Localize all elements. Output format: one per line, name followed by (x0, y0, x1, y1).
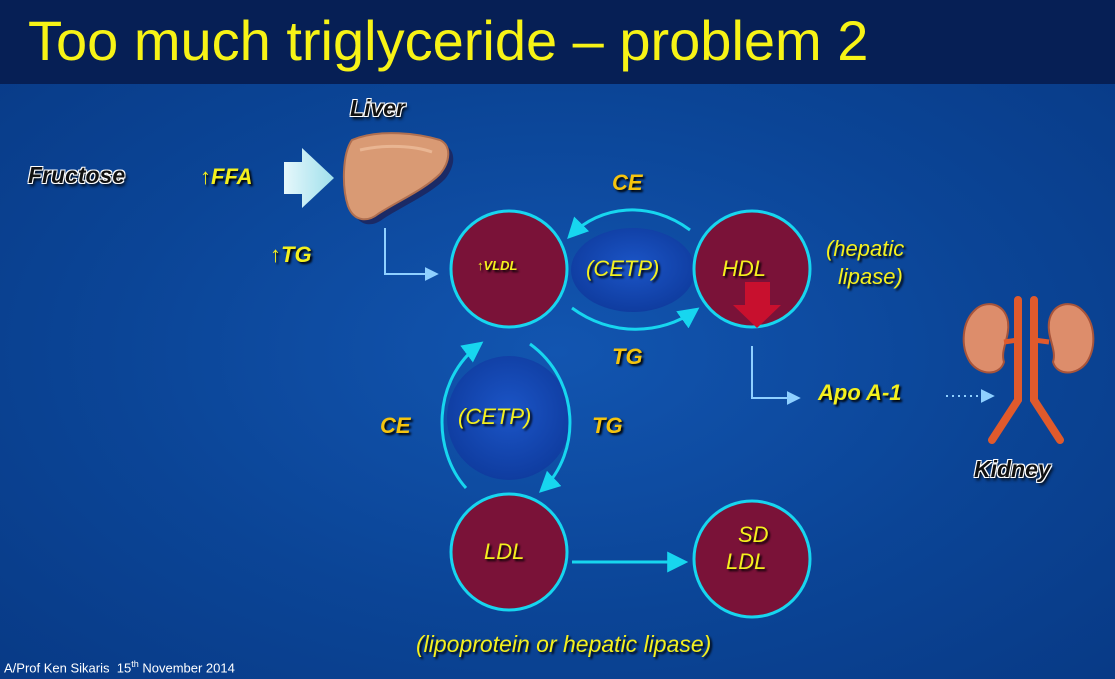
footer-day-suffix: th (131, 659, 139, 669)
cetp-left-oval (447, 356, 571, 480)
down-arrow-icon (733, 282, 781, 328)
footer-credit: A/Prof Ken Sikaris 15th November 2014 (4, 659, 235, 675)
up-arrow-glyph: ↑ (200, 164, 211, 189)
hdl-label: HDL (722, 256, 767, 281)
sd-label: SD (738, 522, 769, 547)
sd-ldl-label: LDL (726, 549, 767, 574)
hepatic-lipase-label-2: lipase) (838, 264, 903, 289)
ffa-label: ↑FFA (200, 164, 253, 190)
ffa-text: FFA (211, 164, 253, 189)
ce-left-label: CE (380, 413, 411, 438)
kidney-label: Kidney (974, 456, 1051, 482)
node-sd-ldl (692, 499, 812, 619)
vldl-label: ↑VLDL (477, 258, 517, 273)
fructose-label: Fructose (28, 162, 126, 188)
bottom-note: (lipoprotein or hepatic lipase) (416, 631, 712, 657)
node-vldl (449, 209, 569, 329)
slide-title: Too much triglyceride – problem 2 (28, 9, 869, 72)
block-arrow-icon (284, 148, 334, 208)
tg-middle-label: TG (612, 344, 643, 369)
kidney-icon (962, 296, 1095, 444)
node-ldl (449, 492, 569, 612)
cetp-top-label: (CETP) (586, 256, 660, 281)
ldl-label: LDL (484, 539, 525, 564)
vldl-text: VLDL (483, 258, 518, 273)
liver-icon (342, 132, 454, 225)
cetp-top-oval (571, 228, 695, 312)
tg-up-text: TG (281, 242, 312, 267)
title-bar: Too much triglyceride – problem 2 (0, 0, 1115, 84)
tg-left-label: TG (592, 413, 623, 438)
tg-up-label: ↑TG (270, 242, 312, 268)
up-arrow-glyph: ↑ (477, 258, 484, 273)
hepatic-lipase-label-1: (hepatic (826, 236, 905, 261)
apo-a1-label: Apo A-1 (818, 380, 902, 405)
footer-date-rest: November 2014 (142, 660, 235, 676)
up-arrow-glyph: ↑ (270, 242, 281, 267)
node-hdl (692, 209, 812, 329)
ce-top-label: CE (612, 170, 643, 195)
cetp-left-label: (CETP) (458, 404, 532, 429)
footer-day: 15 (116, 660, 132, 676)
footer-author: A/Prof Ken Sikaris (4, 660, 110, 676)
liver-label: Liver (350, 95, 405, 121)
